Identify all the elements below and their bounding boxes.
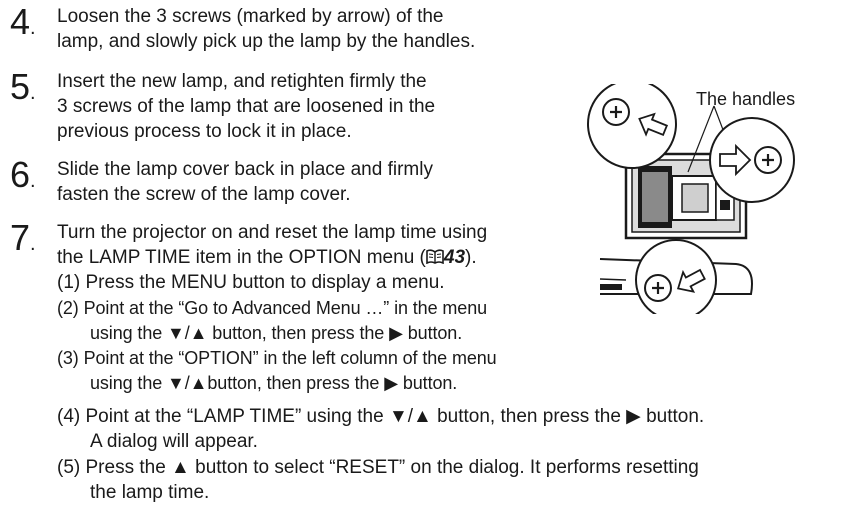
screw-callout-bottom (635, 239, 717, 321)
substep-3: (3) Point at the “OPTION” in the left co… (57, 346, 497, 396)
step-text: Turn the projector on and reset the lamp… (57, 220, 487, 270)
substep-line: A dialog will appear. (90, 431, 258, 452)
handles-label: The handles (696, 89, 795, 109)
step-text: Insert the new lamp, and retighten firml… (57, 69, 435, 144)
step-text: Loosen the 3 screws (marked by arrow) of… (57, 4, 475, 54)
lamp-illustration: The handles (586, 79, 818, 321)
step-line: fasten the screw of the lamp cover. (57, 184, 351, 205)
screw-callout-right (709, 117, 795, 203)
lamp-diagram: The handles (587, 79, 795, 321)
step-line: Insert the new lamp, and retighten firml… (57, 71, 427, 92)
substep-line: (3) Point at the “OPTION” in the left co… (57, 348, 497, 368)
step-number: 4. (10, 1, 36, 42)
step-line: Loosen the 3 screws (marked by arrow) of… (57, 6, 444, 27)
substep-1: (1) Press the MENU button to display a m… (57, 270, 445, 295)
substep-5: (5) Press the ▲ button to select “RESET”… (57, 455, 699, 505)
step-number: 5. (10, 66, 36, 107)
substep-line: the lamp time. (90, 482, 210, 503)
substep-2: (2) Point at the “Go to Advanced Menu …”… (57, 296, 487, 346)
substep-line: (5) Press the ▲ button to select “RESET”… (57, 457, 699, 478)
substep-line: using the ▼/▲ button, then press the ▶ b… (90, 323, 463, 343)
substep-line: using the ▼/▲button, then press the ▶ bu… (90, 373, 458, 393)
substep-line: (2) Point at the “Go to Advanced Menu …”… (57, 298, 488, 318)
substep-line: (4) Point at the “LAMP TIME” using the ▼… (57, 406, 705, 427)
step-number: 6. (10, 154, 36, 195)
substep-line: (1) Press the MENU button to display a m… (57, 272, 445, 293)
screw-callout-top (587, 79, 677, 169)
book-icon (426, 246, 444, 265)
step-text: Slide the lamp cover back in place and f… (57, 157, 433, 207)
step-line: Turn the projector on and reset the lamp… (57, 222, 488, 243)
step-number: 7. (10, 217, 36, 258)
page-reference[interactable]: 43 (443, 247, 466, 268)
substep-4: (4) Point at the “LAMP TIME” using the ▼… (57, 404, 704, 454)
step-line: Slide the lamp cover back in place and f… (57, 159, 433, 180)
step-line: lamp, and slowly pick up the lamp by the… (57, 31, 476, 52)
step-line: previous process to lock it in place. (57, 121, 352, 142)
step-line: the LAMP TIME item in the OPTION menu (4… (57, 246, 477, 268)
step-line: 3 screws of the lamp that are loosened i… (57, 96, 436, 117)
